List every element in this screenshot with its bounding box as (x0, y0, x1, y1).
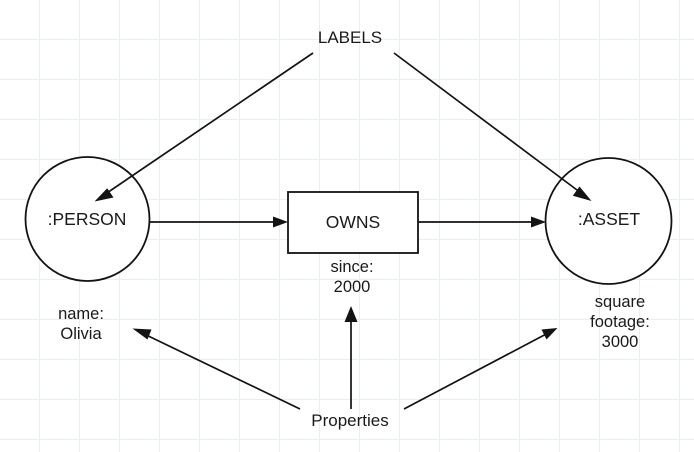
edge-person-to-owns (149, 216, 288, 228)
asset-property-text: square footage: 3000 (590, 293, 650, 352)
annotation-arrow-labels-to-person (94, 52, 314, 202)
node-owns-rect[interactable] (287, 191, 419, 254)
annotation-arrow-properties-to-since (344, 306, 358, 409)
node-person-circle[interactable] (24, 156, 151, 282)
edge-owns-to-asset (418, 216, 546, 228)
person-property-text: name: Olivia (58, 305, 104, 344)
labels-annotation-text: LABELS (317, 28, 383, 47)
node-asset-label: :ASSET (577, 209, 641, 229)
node-person-label: :PERSON (47, 209, 127, 229)
properties-annotation-text: Properties (311, 411, 389, 430)
annotation-arrow-properties-to-asset-property (403, 328, 558, 410)
node-owns-label: OWNS (325, 212, 381, 232)
owns-property-text: since: 2000 (330, 258, 374, 297)
annotation-arrow-properties-to-person-property (132, 328, 301, 410)
annotation-arrow-labels-to-asset (393, 52, 592, 201)
